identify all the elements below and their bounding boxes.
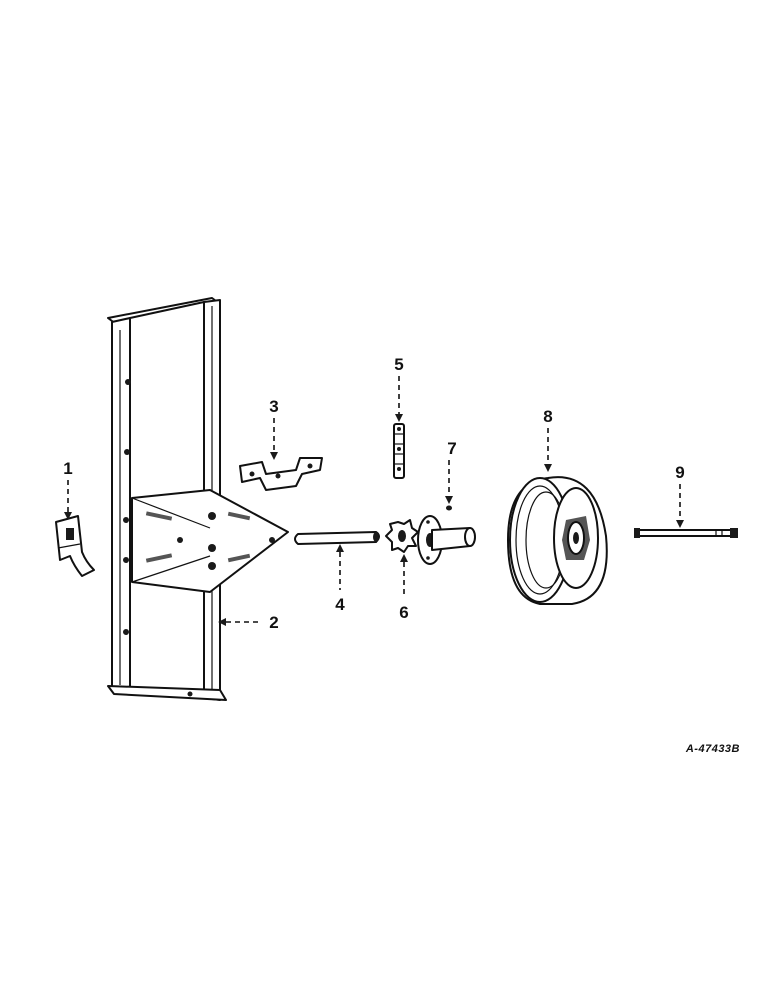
callout-2: 2 bbox=[269, 613, 278, 632]
wheel-part bbox=[507, 476, 608, 605]
callout-4: 4 bbox=[335, 595, 345, 614]
callout-6: 6 bbox=[399, 603, 408, 622]
callout-labels: 1 2 3 4 5 6 7 8 9 bbox=[63, 355, 684, 632]
chain-part bbox=[393, 423, 405, 479]
bolt-part bbox=[634, 528, 738, 538]
callout-5: 5 bbox=[394, 355, 403, 374]
axle-shaft-part bbox=[294, 531, 380, 545]
clamp-bracket-part bbox=[55, 515, 95, 577]
callout-7: 7 bbox=[447, 439, 456, 458]
leader-lines bbox=[64, 376, 684, 626]
strap-bracket-part bbox=[239, 457, 323, 491]
callout-1: 1 bbox=[63, 459, 72, 478]
frame-part bbox=[107, 297, 289, 701]
drawing-number: A-47433B bbox=[685, 743, 740, 755]
sprocket-part bbox=[385, 519, 419, 553]
callout-9: 9 bbox=[675, 463, 684, 482]
key-part bbox=[446, 505, 452, 511]
hub-part bbox=[417, 515, 476, 565]
callout-3: 3 bbox=[269, 397, 278, 416]
callout-8: 8 bbox=[543, 407, 552, 426]
